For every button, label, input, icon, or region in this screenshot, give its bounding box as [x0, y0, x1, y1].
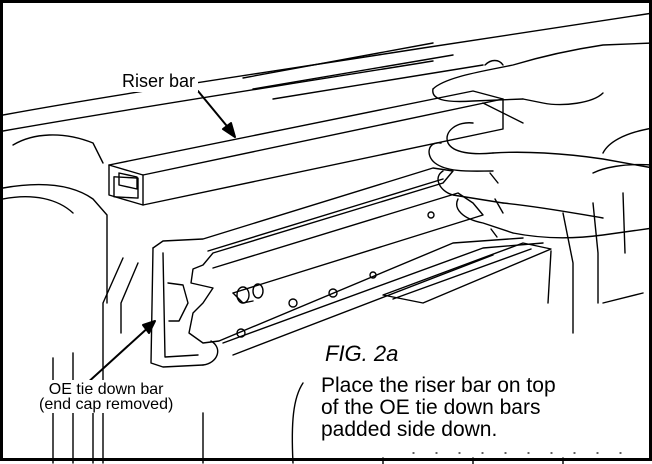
- caption-line1: Place the riser bar on top: [321, 374, 556, 397]
- oe-callout-line1: OE tie down bar: [48, 381, 164, 398]
- line-illustration: [3, 12, 652, 464]
- caption-line2: of the OE tie down bars: [321, 396, 541, 419]
- hands-drawing: [428, 42, 652, 239]
- callout-arrows: [84, 90, 236, 386]
- machine-outline: [3, 12, 652, 464]
- figure-caption: Place the riser bar on top of the OE tie…: [321, 375, 643, 441]
- tie-down-bar-drawing: [150, 167, 552, 368]
- riser-bar-drawing: [108, 90, 504, 206]
- dashed-guides: [382, 452, 644, 464]
- oe-tie-down-bar-callout: OE tie down bar (end cap removed): [37, 380, 176, 413]
- caption-line3: padded side down.: [321, 418, 498, 441]
- figure-title: FIG. 2a: [325, 341, 399, 366]
- oe-callout-line2: (end cap removed): [39, 396, 174, 413]
- riser-bar-callout: Riser bar: [119, 71, 199, 92]
